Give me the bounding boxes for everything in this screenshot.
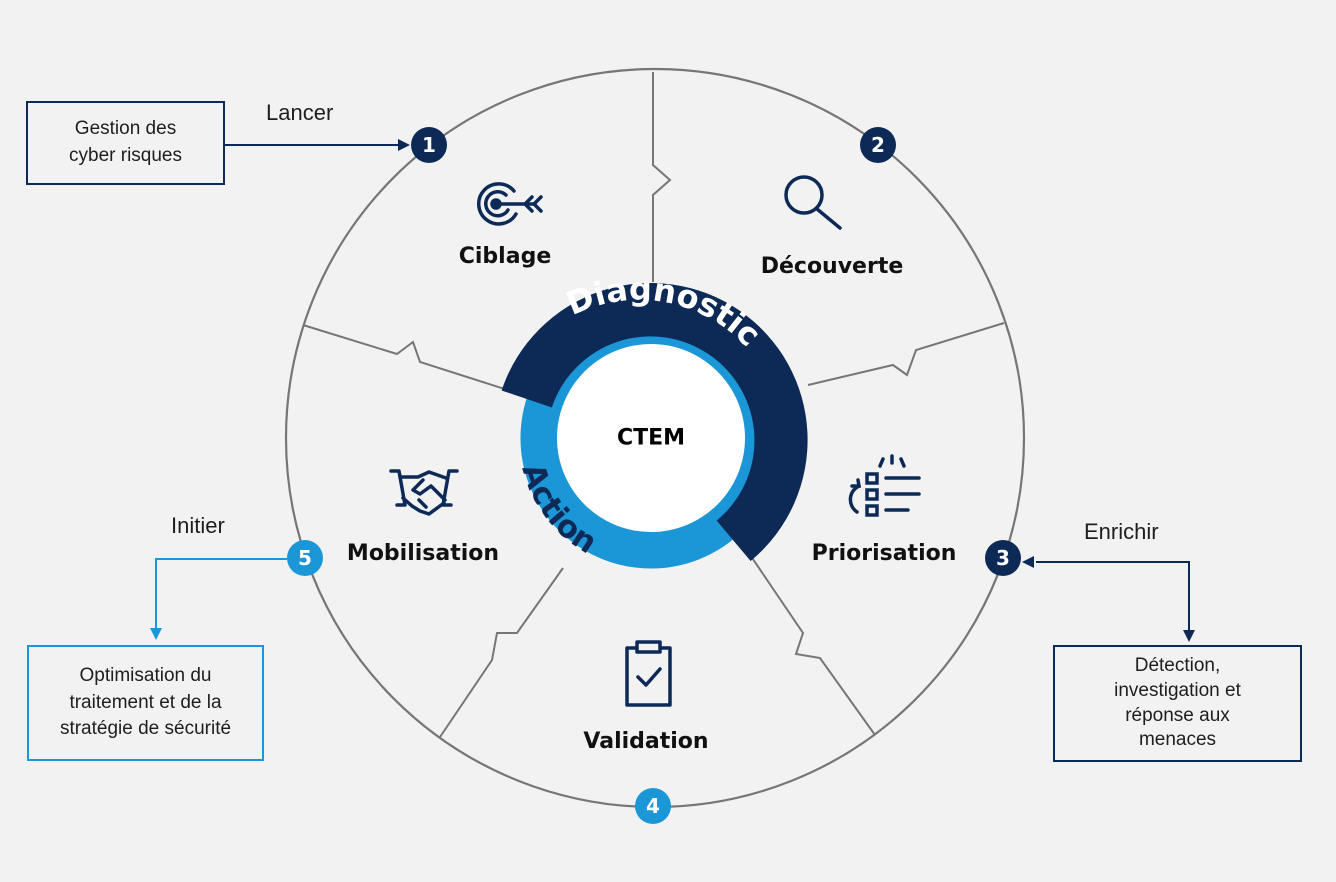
step-badge-1: 1 (411, 127, 447, 163)
divider-1-2 (652, 72, 672, 282)
arrow-initiate (150, 558, 287, 640)
clipboard-check-icon (625, 640, 672, 707)
divider-5-1 (302, 324, 559, 407)
divider-4-5 (439, 567, 564, 738)
callout-initiate-text: Optimisation du traitement et de la stra… (59, 665, 232, 740)
diagnostic-ring-segment (501, 282, 808, 561)
step-badge-2: 2 (860, 127, 896, 163)
divider-2-3 (807, 322, 1005, 386)
center-label: CTEM (616, 425, 686, 451)
callout-enrich-box: Détection, investigation et réponse aux … (1053, 645, 1302, 762)
target-icon (477, 182, 543, 226)
step-badge-5: 5 (287, 540, 323, 576)
divider-3-4 (739, 539, 876, 736)
arrow-enrich (1022, 556, 1195, 642)
handshake-icon (389, 469, 459, 516)
segment-label-validation: Validation (583, 729, 709, 754)
step-badge-3: 3 (985, 540, 1021, 576)
segment-dividers (302, 72, 1005, 738)
launch-label: Lancer (266, 100, 334, 125)
magnifier-icon (784, 175, 842, 230)
callout-launch-box: Gestion des cyber risques (26, 101, 225, 185)
enrich-label: Enrichir (1084, 519, 1159, 544)
segment-label-ciblage: Ciblage (458, 244, 552, 269)
callout-launch-text: Gestion des cyber risques (69, 118, 182, 166)
arrow-launch (224, 139, 410, 151)
initiate-label: Initier (171, 513, 225, 538)
center-disc (557, 344, 745, 532)
segment-label-priorisation: Priorisation (811, 541, 957, 566)
segment-label-decouverte: Découverte (760, 254, 904, 279)
callout-initiate-box: Optimisation du traitement et de la stra… (27, 645, 264, 761)
callout-enrich-text: Détection, investigation et réponse aux … (1114, 655, 1241, 751)
prioritized-list-icon (848, 454, 921, 517)
step-badge-4: 4 (635, 788, 671, 824)
segment-label-mobilisation: Mobilisation (346, 541, 500, 566)
